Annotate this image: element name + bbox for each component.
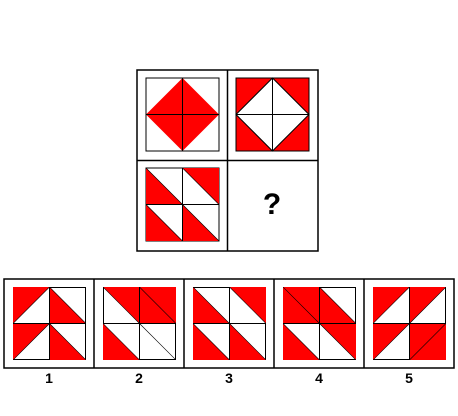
option-label-2: 2 [135,370,143,386]
option-label-1: 1 [45,370,53,386]
option-1[interactable] [13,287,86,360]
option-label-3: 3 [225,370,233,386]
puzzle-cell-1 [145,77,220,152]
option-5[interactable] [373,287,446,360]
question-mark: ? [262,188,282,221]
puzzle-cell-3 [145,167,220,242]
option-label-4: 4 [315,370,323,386]
option-3[interactable] [193,287,266,360]
option-2[interactable] [103,287,176,360]
option-label-5: 5 [405,370,413,386]
puzzle-cell-2 [235,77,310,152]
option-4[interactable] [283,287,356,360]
